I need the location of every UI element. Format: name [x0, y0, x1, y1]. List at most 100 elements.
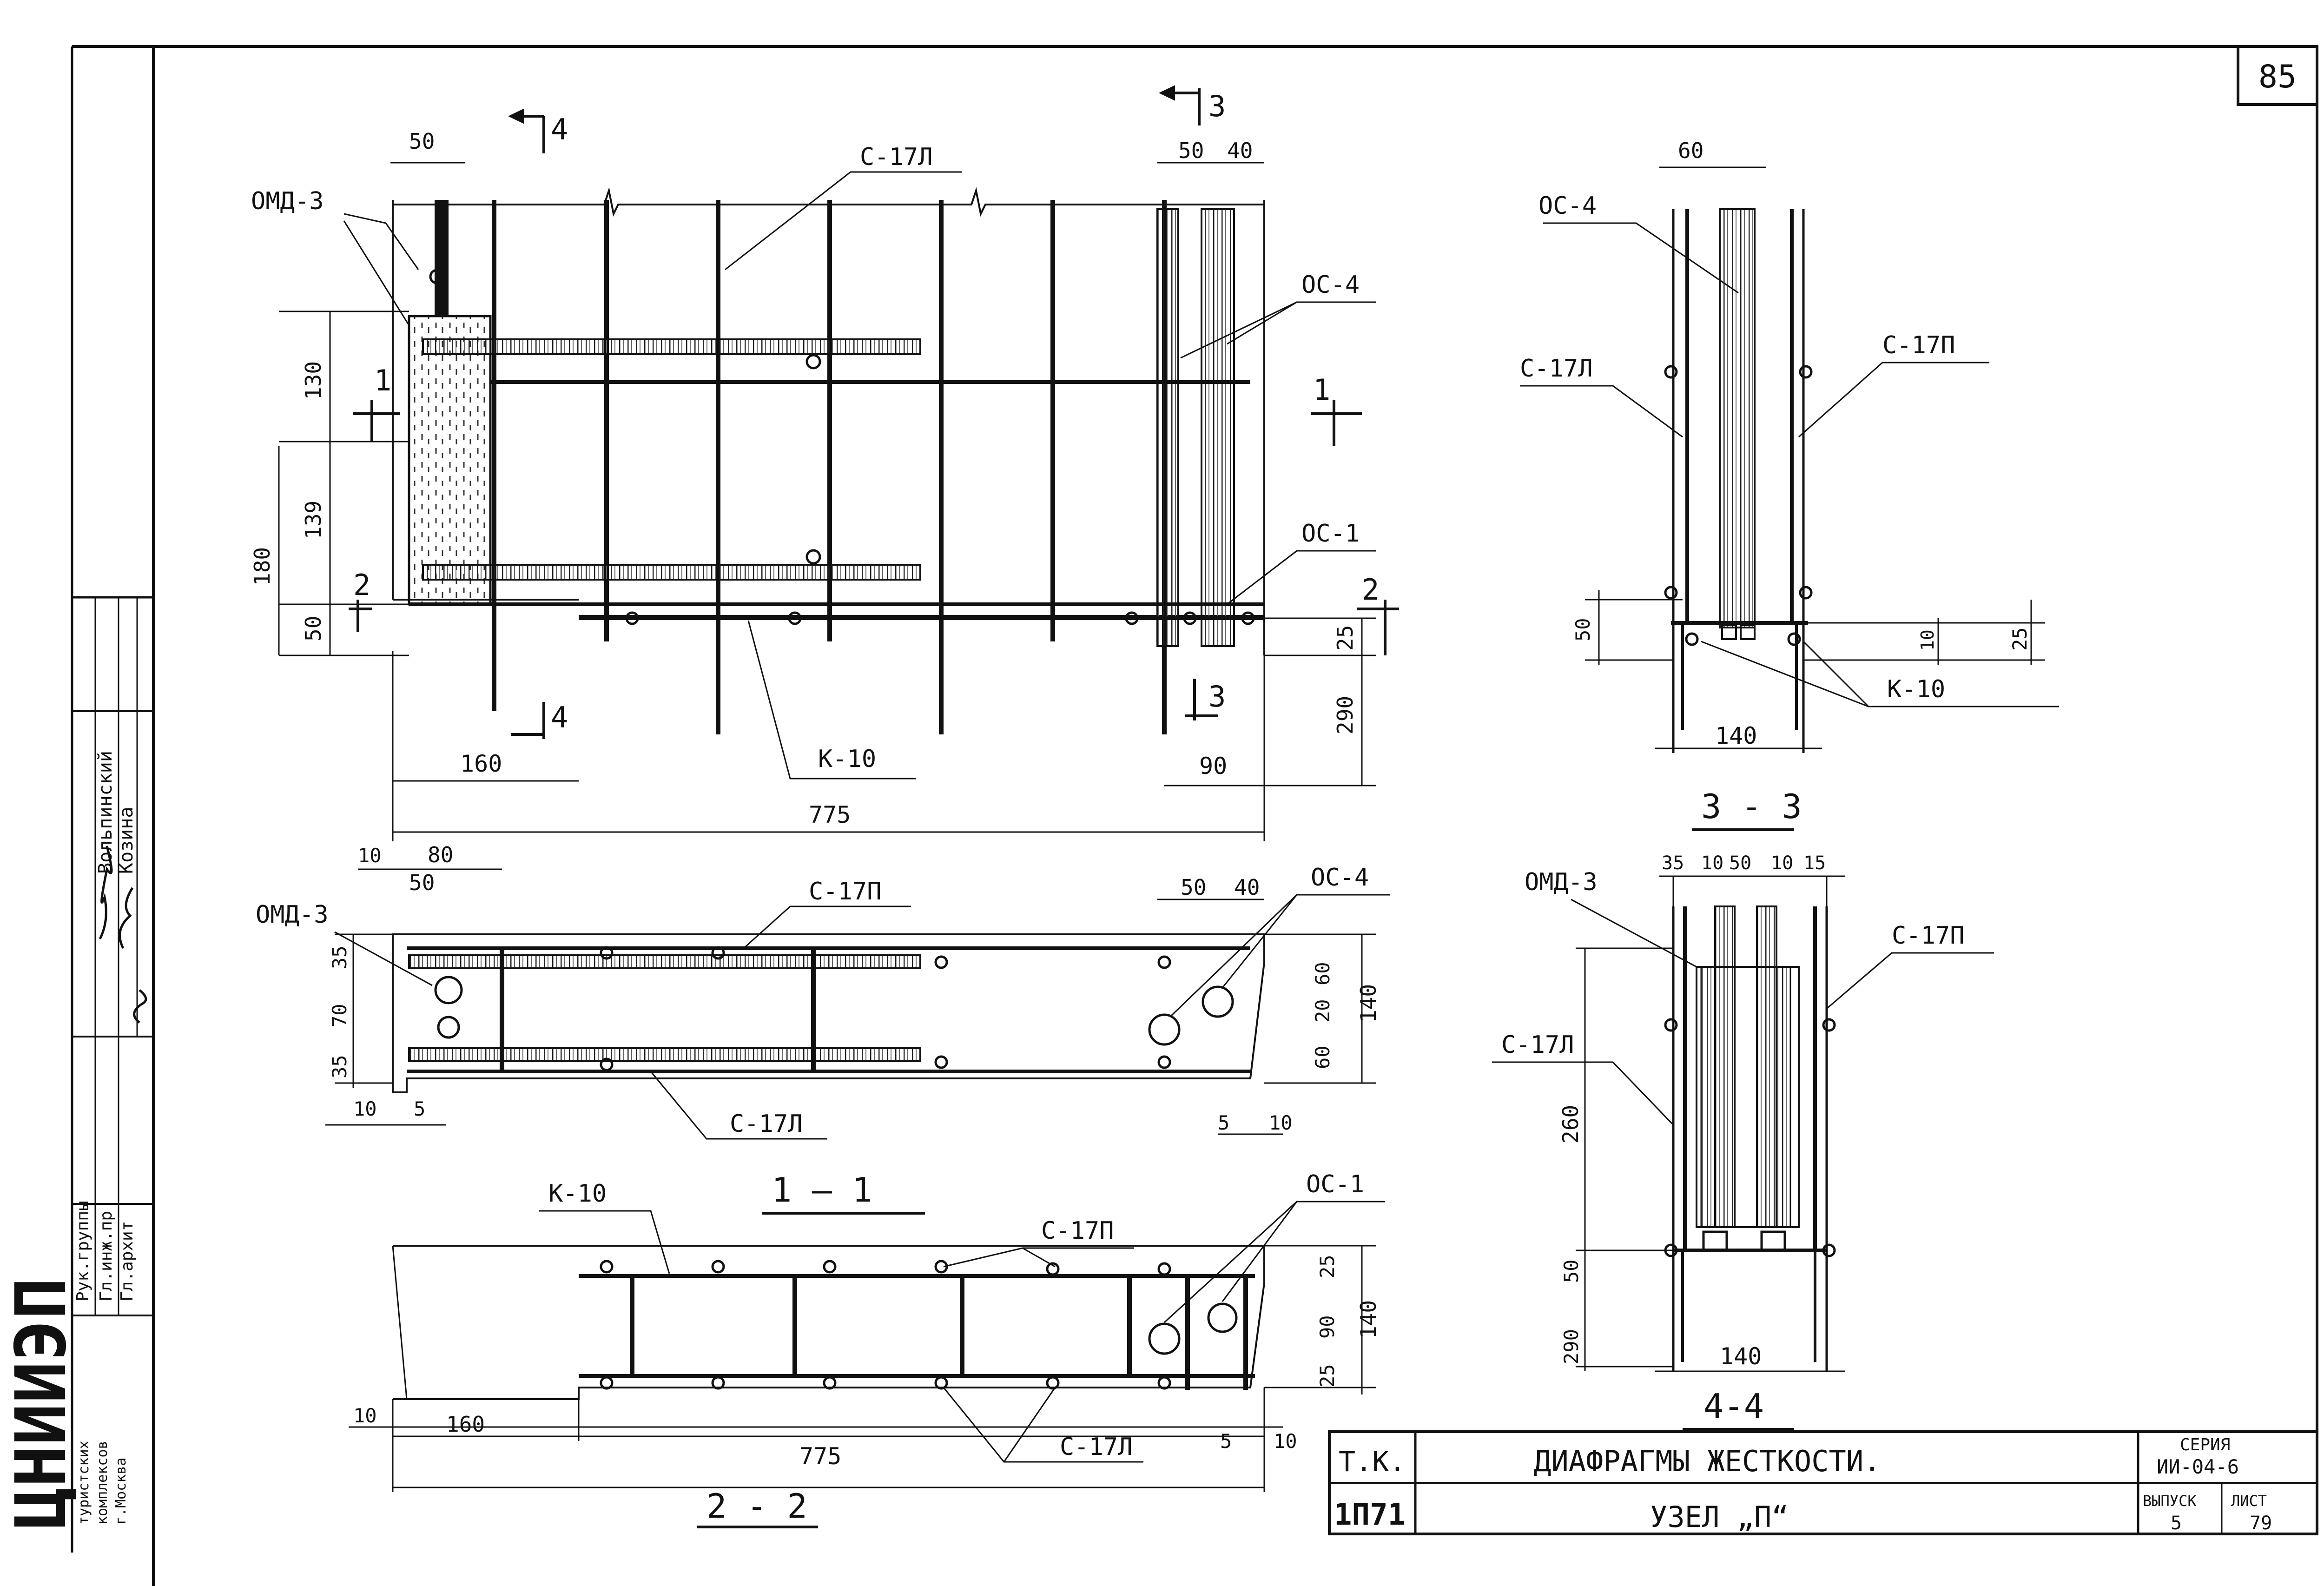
s11-dim-10: 10 [358, 844, 382, 867]
s11-label-omd3: ОМД-3 [256, 901, 329, 929]
section-1-1: ОМД-3 С-17П ОС-4 С-17Л 1 — 1 10 80 50 35… [256, 842, 1390, 1215]
tb-title: ДИАФРАГМЫ ЖЕСТКОСТИ. [1534, 1444, 1881, 1478]
name-1: Вольпинский [95, 751, 116, 874]
role-3: Гл.архит [118, 1221, 137, 1302]
page-number-box: 85 [2237, 45, 2318, 106]
s44-dim-260: 260 [1558, 1105, 1583, 1143]
s22-dim-10: 10 [353, 1404, 377, 1427]
s22-dim-10r: 10 [1274, 1430, 1297, 1453]
s11-dim-60: 60 [1311, 962, 1334, 985]
dim-160: 160 [460, 750, 502, 777]
s11-dim-60b: 60 [1311, 1045, 1334, 1069]
s33-label-oc4: ОС-4 [1538, 192, 1597, 220]
tb-code: Т.К. [1339, 1446, 1406, 1478]
role-2: Гл.инж.пр [97, 1211, 116, 1302]
signature-scribble-3 [133, 989, 147, 1024]
s33-label-k10: К-10 [1887, 675, 1945, 703]
org-line-4: г.Москва [113, 1458, 129, 1525]
s44-dim-50v: 50 [1560, 1259, 1583, 1283]
s22-dim-140: 140 [1356, 1300, 1381, 1339]
embedded-plate [408, 315, 492, 606]
mark-2-left: 2 [353, 568, 370, 602]
sheet-frame [71, 45, 2318, 1586]
page-number: 85 [2258, 59, 2297, 95]
svg-text:ЦНИИЭП: ЦНИИЭП [1, 1277, 82, 1529]
s44-caption: 4-4 [1703, 1387, 1764, 1426]
vertical-rods [492, 200, 1167, 734]
section-marks [349, 85, 1399, 739]
signature-scribble-1 [99, 846, 113, 940]
name-2: Козина [116, 807, 137, 874]
tb-issue-value: 5 [2171, 1513, 2182, 1534]
s11-caption: 1 — 1 [772, 1170, 872, 1209]
main-dimensions [278, 162, 1376, 841]
tb-issue-label: ВЫПУСК [2143, 1492, 2197, 1510]
mark-3-top: 3 [1208, 89, 1226, 123]
s22-caption: 2 - 2 [706, 1487, 807, 1526]
dim-top-50b: 50 [1178, 138, 1204, 163]
s11-dim-50: 50 [409, 870, 435, 895]
org-logo: ЦНИИЭП [1, 1277, 82, 1529]
s44-label-omd3: ОМД-3 [1525, 868, 1598, 896]
dim-139: 139 [301, 501, 326, 539]
s22-dim-5: 5 [1220, 1430, 1232, 1453]
dim-775: 775 [809, 801, 851, 828]
s33-label-c17p: С-17П [1882, 331, 1955, 359]
dim-top-50: 50 [409, 129, 435, 154]
s11-dim-35: 35 [328, 945, 351, 969]
s44-dim-10b: 10 [1771, 852, 1793, 874]
s33-caption: 3 - 3 [1701, 787, 1802, 826]
s11-dim-10b: 10 [353, 1097, 377, 1120]
mark-1-right: 1 [1313, 373, 1330, 407]
s44-label-c17p: С-17П [1892, 922, 1965, 950]
section-3-3: ОС-4 С-17Л С-17П К-10 3 - 3 60 50 10 25 … [1520, 138, 2059, 831]
s44-dim-290: 290 [1560, 1329, 1583, 1364]
s33-dim-25: 25 [2008, 627, 2031, 651]
title-block: Т.К. 1П71 ДИАФРАГМЫ ЖЕСТКОСТИ. УЗЕЛ „П“ … [1328, 1430, 2318, 1535]
s11-label-c17l: С-17Л [730, 1110, 803, 1138]
section-4-4: ОМД-3 С-17П С-17Л 4-4 35 10 50 10 15 260… [1492, 852, 1994, 1431]
mark-2-right: 2 [1362, 573, 1379, 607]
mark-1-left: 1 [374, 363, 391, 397]
s33-dim-10: 10 [1917, 629, 1938, 651]
main-view: ОМД-3 С-17Л ОС-4 ОС-1 К-10 [250, 85, 1399, 841]
mark-3-bottom: 3 [1208, 680, 1226, 714]
s11-dim-5: 5 [414, 1097, 425, 1120]
s22-label-c17p: С-17П [1041, 1217, 1114, 1245]
s11-dim-5r: 5 [1218, 1111, 1229, 1134]
main-label-oc1: ОС-1 [1301, 520, 1360, 548]
main-label-c17l: С-17Л [860, 143, 933, 171]
s44-dim-140: 140 [1720, 1343, 1762, 1370]
s22-label-oc1: ОС-1 [1306, 1170, 1364, 1198]
tb-subtitle: УЗЕЛ „П“ [1650, 1500, 1789, 1534]
org-line-3: комплексов [94, 1441, 111, 1525]
s11-dim-40r: 40 [1234, 875, 1260, 900]
dim-130: 130 [301, 361, 326, 400]
org-line-2: туристских [76, 1441, 92, 1525]
oc4-bar-left [1156, 208, 1179, 647]
s22-dim-160: 160 [446, 1412, 485, 1437]
dim-180: 180 [250, 547, 275, 586]
role-1: Рук.группы [73, 1201, 92, 1302]
s33-dim-140: 140 [1715, 722, 1757, 749]
s44-dim-50: 50 [1729, 852, 1751, 874]
main-label-omd3: ОМД-3 [251, 187, 324, 215]
signature-scribble-2 [119, 887, 134, 949]
s11-dim-80: 80 [428, 842, 453, 867]
rod-sections [429, 269, 1255, 625]
s11-dim-10r: 10 [1269, 1111, 1293, 1134]
horizontal-bar-top [422, 338, 921, 355]
tb-sheet-value: 79 [2250, 1513, 2272, 1534]
dim-290: 290 [1333, 696, 1358, 734]
tb-series-label: СЕРИЯ [2180, 1435, 2230, 1454]
tb-series-value: ИИ-04-6 [2157, 1455, 2239, 1478]
s44-dim-15: 15 [1803, 852, 1826, 874]
s11-label-oc4: ОС-4 [1311, 864, 1369, 892]
main-label-oc4: ОС-4 [1301, 271, 1360, 299]
tb-album: 1П71 [1334, 1498, 1406, 1532]
s22-label-c17l: С-17Л [1060, 1433, 1133, 1461]
tb-sheet-label: ЛИСТ [2231, 1492, 2267, 1510]
section-2-2: К-10 С-17П ОС-1 С-17Л 2 - 2 10 160 775 2… [349, 1170, 1385, 1528]
s22-dim-775: 775 [799, 1443, 841, 1470]
